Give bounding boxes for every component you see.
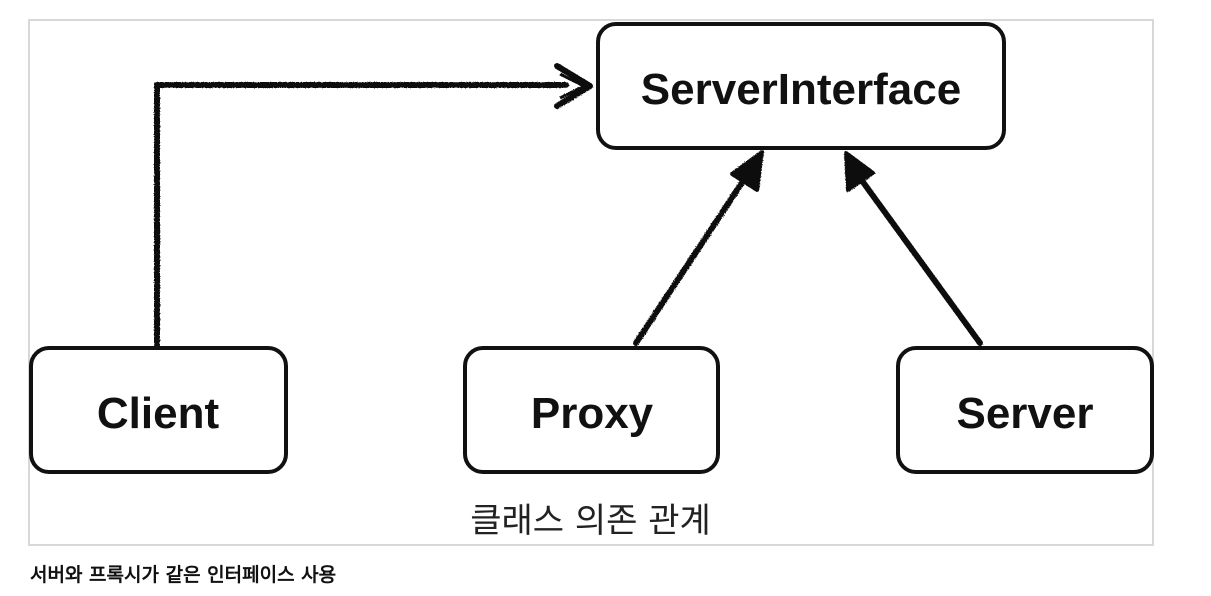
node-server-interface: ServerInterface: [596, 22, 1006, 150]
node-client: Client: [29, 346, 288, 474]
edge-proxy-to-serverinterface: [633, 150, 764, 346]
edge-client-to-serverinterface: [154, 63, 593, 348]
node-server: Server: [896, 346, 1154, 474]
diagram-subtitle-text: 클래스 의존 관계: [470, 501, 711, 541]
node-server-label: Server: [956, 389, 1093, 438]
edge-server-to-serverinterface: [844, 151, 983, 346]
figure-caption: 서버와 프록시가 같은 인터페이스 사용: [30, 564, 337, 586]
node-client-label: Client: [97, 389, 220, 438]
node-proxy-label: Proxy: [531, 389, 654, 438]
node-proxy: Proxy: [463, 346, 720, 474]
diagram-subtitle: 클래스 의존 관계: [0, 493, 1211, 542]
node-server-interface-label: ServerInterface: [641, 65, 961, 114]
